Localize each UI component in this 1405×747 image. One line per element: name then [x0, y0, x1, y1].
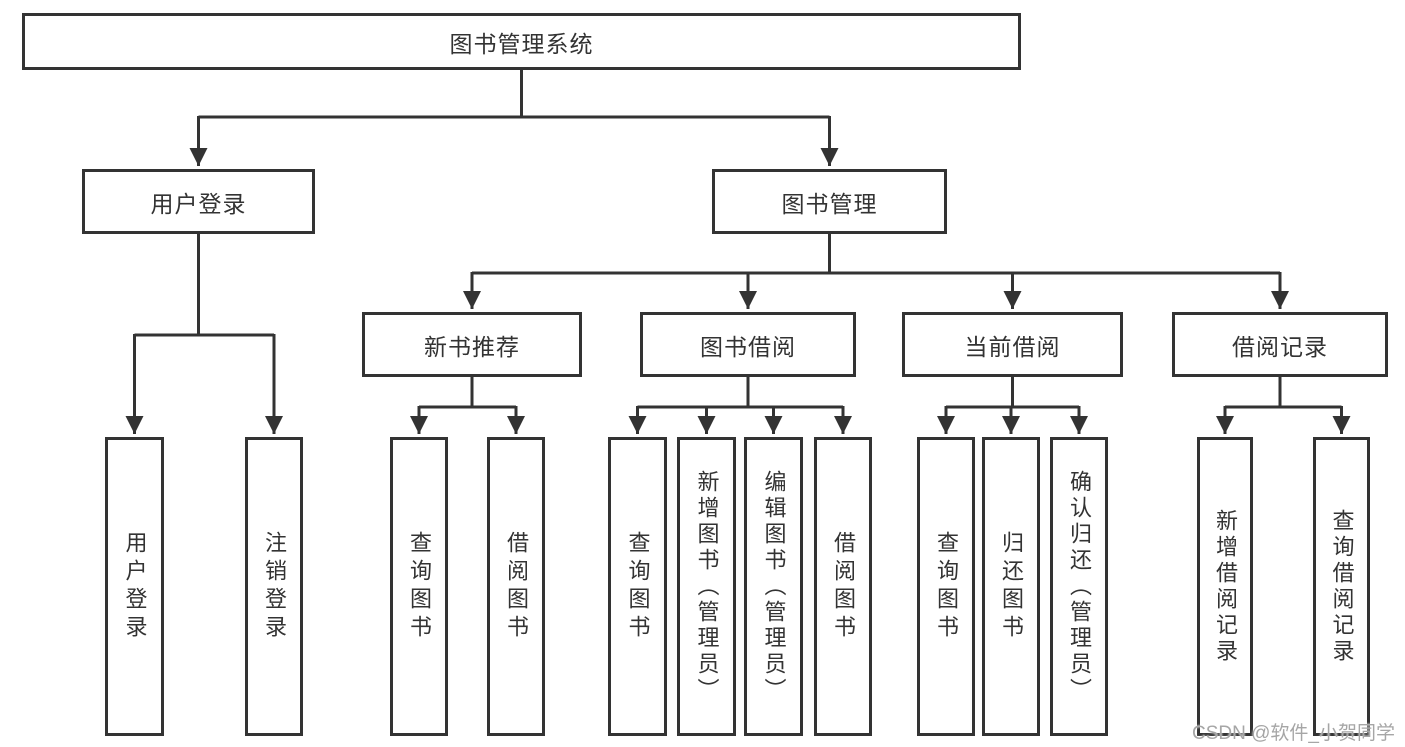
leaf-query-borrow-record: 查询借阅记录	[1313, 437, 1370, 736]
node-book-borrow: 图书借阅	[640, 312, 856, 377]
node-new-book-recommend: 新书推荐	[362, 312, 582, 377]
csdn-watermark: CSDN @软件_小贺同学	[1192, 723, 1395, 744]
leaf-query-books: 查询图书	[608, 437, 667, 736]
node-current-borrow: 当前借阅	[902, 312, 1123, 377]
leaf-borrow-books: 借阅图书	[487, 437, 545, 736]
leaf-logout: 注销登录	[245, 437, 303, 736]
node-book-management: 图书管理	[712, 169, 947, 234]
leaf-query-books: 查询图书	[390, 437, 448, 736]
leaf-return-books: 归还图书	[982, 437, 1040, 736]
leaf-query-books: 查询图书	[917, 437, 975, 736]
leaf-user-login: 用户登录	[105, 437, 164, 736]
node-user-login: 用户登录	[82, 169, 315, 234]
node-borrow-record: 借阅记录	[1172, 312, 1388, 377]
leaf-add-borrow-record: 新增借阅记录	[1197, 437, 1253, 736]
leaf-borrow-books: 借阅图书	[814, 437, 872, 736]
leaf-add-books-admin: 新增图书（管理员）	[677, 437, 736, 736]
node-book-management-system: 图书管理系统	[22, 13, 1021, 70]
leaf-edit-books-admin: 编辑图书（管理员）	[744, 437, 803, 736]
leaf-confirm-return-admin: 确认归还（管理员）	[1050, 437, 1108, 736]
